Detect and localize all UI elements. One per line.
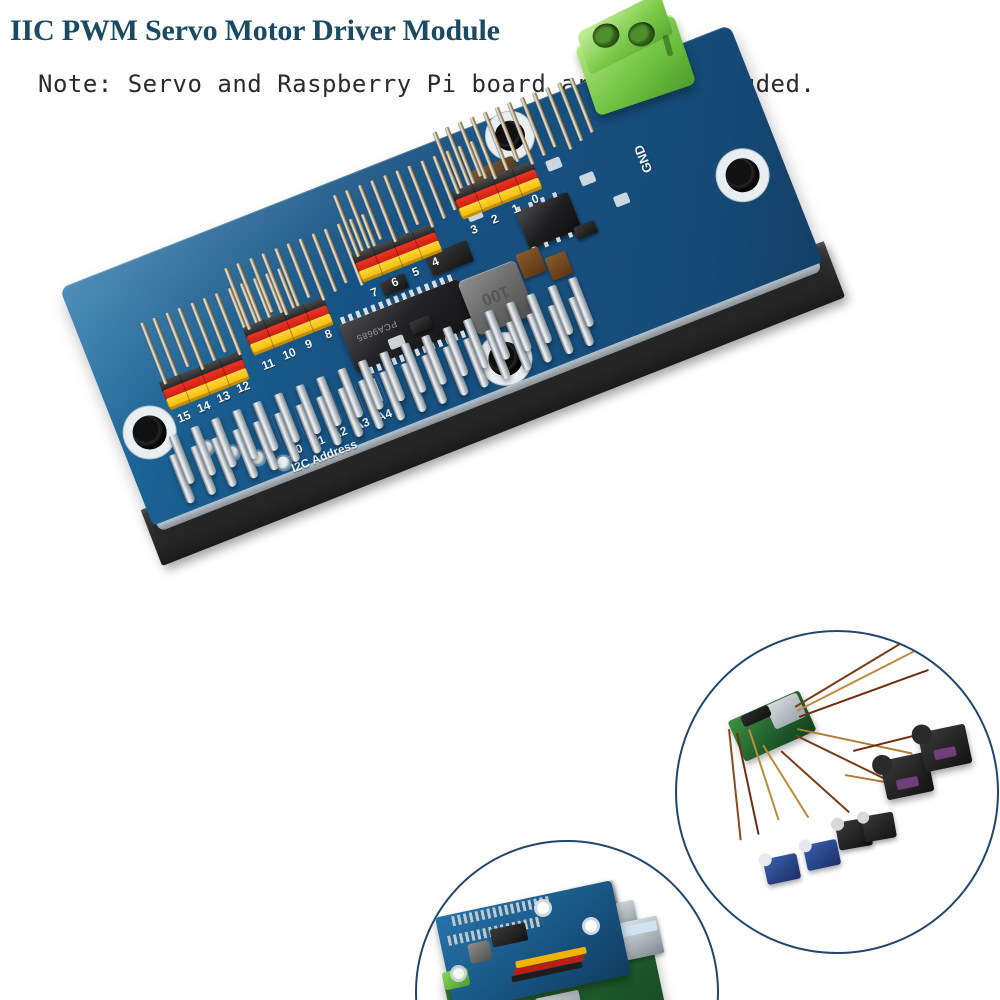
gpio-pin xyxy=(357,358,386,411)
channel-label-5: 5 xyxy=(409,264,422,280)
gpio-pin xyxy=(483,309,512,361)
servo-pin xyxy=(544,87,573,151)
mounting-hole xyxy=(127,410,172,455)
servo-pin xyxy=(177,307,206,371)
channel-label-1: 1 xyxy=(509,201,522,217)
gpio-pin xyxy=(210,416,239,469)
gpio-pin xyxy=(525,292,554,345)
gpio-pin xyxy=(441,325,470,378)
servo-pin xyxy=(261,252,290,316)
channel-label-13: 13 xyxy=(214,387,233,406)
gpio-pin xyxy=(504,301,533,353)
channel-label-2: 2 xyxy=(489,211,501,227)
gpio-pin xyxy=(231,408,260,461)
servo-horn xyxy=(909,722,934,747)
channel-label-10: 10 xyxy=(280,344,298,363)
servo-pin xyxy=(507,101,536,165)
servo-wire xyxy=(780,750,851,814)
channel-label-9: 9 xyxy=(302,336,315,352)
gpio-pin xyxy=(546,284,575,337)
page-title: IIC PWM Servo Motor Driver Module xyxy=(10,14,500,47)
smd-pad xyxy=(544,156,563,172)
channel-label-11: 11 xyxy=(259,355,277,374)
servo-horn xyxy=(757,852,773,868)
channel-label-14: 14 xyxy=(194,397,213,416)
smd-pad xyxy=(578,170,597,187)
gpio-pin xyxy=(294,383,323,436)
channel-label-12: 12 xyxy=(234,378,252,396)
servo-motor-black-small xyxy=(856,810,898,843)
gpio-pin xyxy=(462,317,491,370)
inset-raspberry-pi xyxy=(415,840,719,1000)
gpio-pin xyxy=(315,375,344,428)
servo-horn xyxy=(797,838,813,854)
servo-motor-black xyxy=(909,722,973,773)
servo-pin xyxy=(407,164,436,228)
gpio-pin xyxy=(273,392,302,444)
channel-label-15: 15 xyxy=(175,407,193,426)
servo-horn xyxy=(830,816,846,832)
gpio-pin xyxy=(252,400,281,453)
servo-label xyxy=(895,775,920,791)
servo-motor-blue xyxy=(797,838,842,872)
servo-pin xyxy=(469,116,498,180)
servo-pin xyxy=(298,237,327,301)
gpio-pin xyxy=(336,367,365,419)
silkscreen-gnd: GND xyxy=(630,142,656,176)
smd-capacitor xyxy=(544,250,574,281)
servo-label xyxy=(933,745,957,761)
channel-label-7: 7 xyxy=(368,284,380,301)
power-screw-terminal xyxy=(569,0,698,120)
servo-driver-board: PCA9685 100 xyxy=(59,0,851,596)
gpio-pin xyxy=(189,425,217,477)
gpio-pin xyxy=(399,342,428,395)
channel-label-8: 8 xyxy=(322,326,335,342)
mounting-hole xyxy=(720,153,765,198)
voltage-regulator-ic xyxy=(515,188,583,253)
gpio-pin xyxy=(567,276,596,328)
channel-label-3: 3 xyxy=(468,221,480,238)
gpio-pin xyxy=(378,350,407,403)
servo-pin xyxy=(139,321,168,385)
servo-motor-blue xyxy=(757,852,802,886)
servo-pin xyxy=(557,82,584,142)
inset-servo-wiring xyxy=(675,630,999,954)
smd-pad xyxy=(612,191,631,208)
gpio-pin xyxy=(420,334,449,386)
servo-pin xyxy=(370,179,398,243)
